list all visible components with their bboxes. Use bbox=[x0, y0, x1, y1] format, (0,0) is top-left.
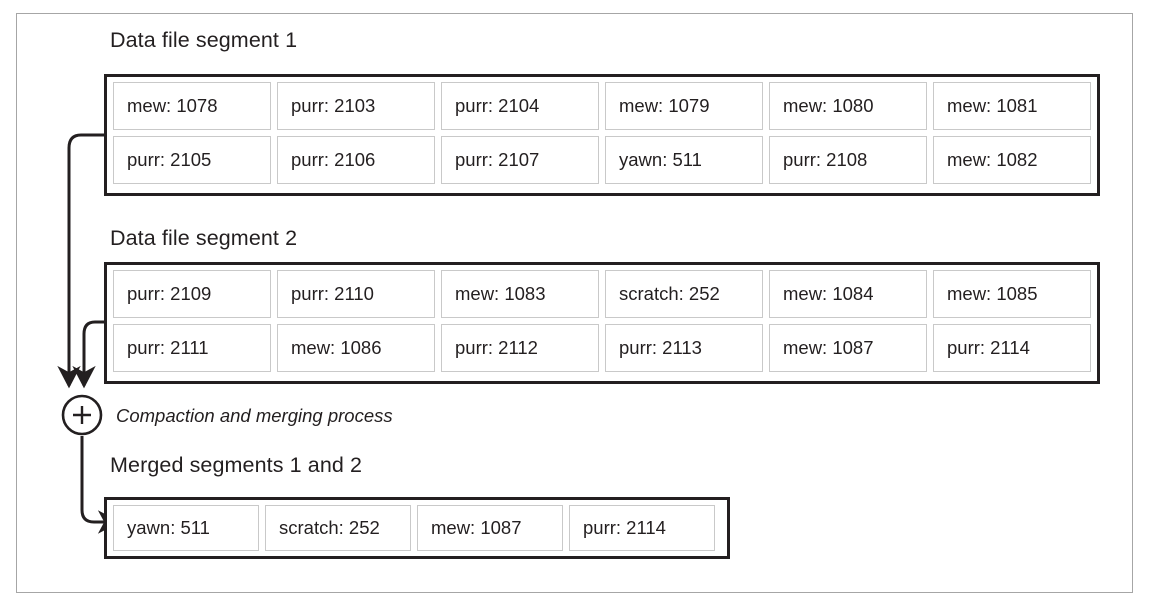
cell: purr: 2106 bbox=[277, 136, 435, 184]
merged-row-1: yawn: 511 scratch: 252 mew: 1087 purr: 2… bbox=[113, 505, 721, 551]
segment-2-row-1: purr: 2109 purr: 2110 mew: 1083 scratch:… bbox=[113, 270, 1091, 318]
cell: mew: 1083 bbox=[441, 270, 599, 318]
cell: mew: 1087 bbox=[769, 324, 927, 372]
cell: purr: 2114 bbox=[569, 505, 715, 551]
merge-plus-node bbox=[61, 394, 103, 436]
cell: yawn: 511 bbox=[605, 136, 763, 184]
process-label: Compaction and merging process bbox=[116, 405, 393, 426]
cell: purr: 2104 bbox=[441, 82, 599, 130]
cell: purr: 2110 bbox=[277, 270, 435, 318]
cell: purr: 2111 bbox=[113, 324, 271, 372]
cell: purr: 2112 bbox=[441, 324, 599, 372]
cell: scratch: 252 bbox=[605, 270, 763, 318]
cell: purr: 2114 bbox=[933, 324, 1091, 372]
cell: mew: 1087 bbox=[417, 505, 563, 551]
cell: mew: 1084 bbox=[769, 270, 927, 318]
cell: scratch: 252 bbox=[265, 505, 411, 551]
cell: purr: 2113 bbox=[605, 324, 763, 372]
segment-1-box: mew: 1078 purr: 2103 purr: 2104 mew: 107… bbox=[104, 74, 1100, 196]
cell: mew: 1078 bbox=[113, 82, 271, 130]
cell: mew: 1086 bbox=[277, 324, 435, 372]
cell: mew: 1080 bbox=[769, 82, 927, 130]
segment-1-row-2: purr: 2105 purr: 2106 purr: 2107 yawn: 5… bbox=[113, 136, 1091, 184]
cell: mew: 1085 bbox=[933, 270, 1091, 318]
plus-icon bbox=[73, 406, 91, 424]
cell: mew: 1082 bbox=[933, 136, 1091, 184]
cell: purr: 2107 bbox=[441, 136, 599, 184]
segment-2-title: Data file segment 2 bbox=[110, 226, 298, 250]
cell: purr: 2109 bbox=[113, 270, 271, 318]
segment-1-row-1: mew: 1078 purr: 2103 purr: 2104 mew: 107… bbox=[113, 82, 1091, 130]
cell: purr: 2108 bbox=[769, 136, 927, 184]
cell: purr: 2105 bbox=[113, 136, 271, 184]
segment-2-box: purr: 2109 purr: 2110 mew: 1083 scratch:… bbox=[104, 262, 1100, 384]
merged-title: Merged segments 1 and 2 bbox=[110, 453, 363, 477]
cell: mew: 1081 bbox=[933, 82, 1091, 130]
cell: purr: 2103 bbox=[277, 82, 435, 130]
cell: mew: 1079 bbox=[605, 82, 763, 130]
cell: yawn: 511 bbox=[113, 505, 259, 551]
segment-1-title: Data file segment 1 bbox=[110, 28, 298, 52]
merged-box: yawn: 511 scratch: 252 mew: 1087 purr: 2… bbox=[104, 497, 730, 559]
segment-2-row-2: purr: 2111 mew: 1086 purr: 2112 purr: 21… bbox=[113, 324, 1091, 372]
